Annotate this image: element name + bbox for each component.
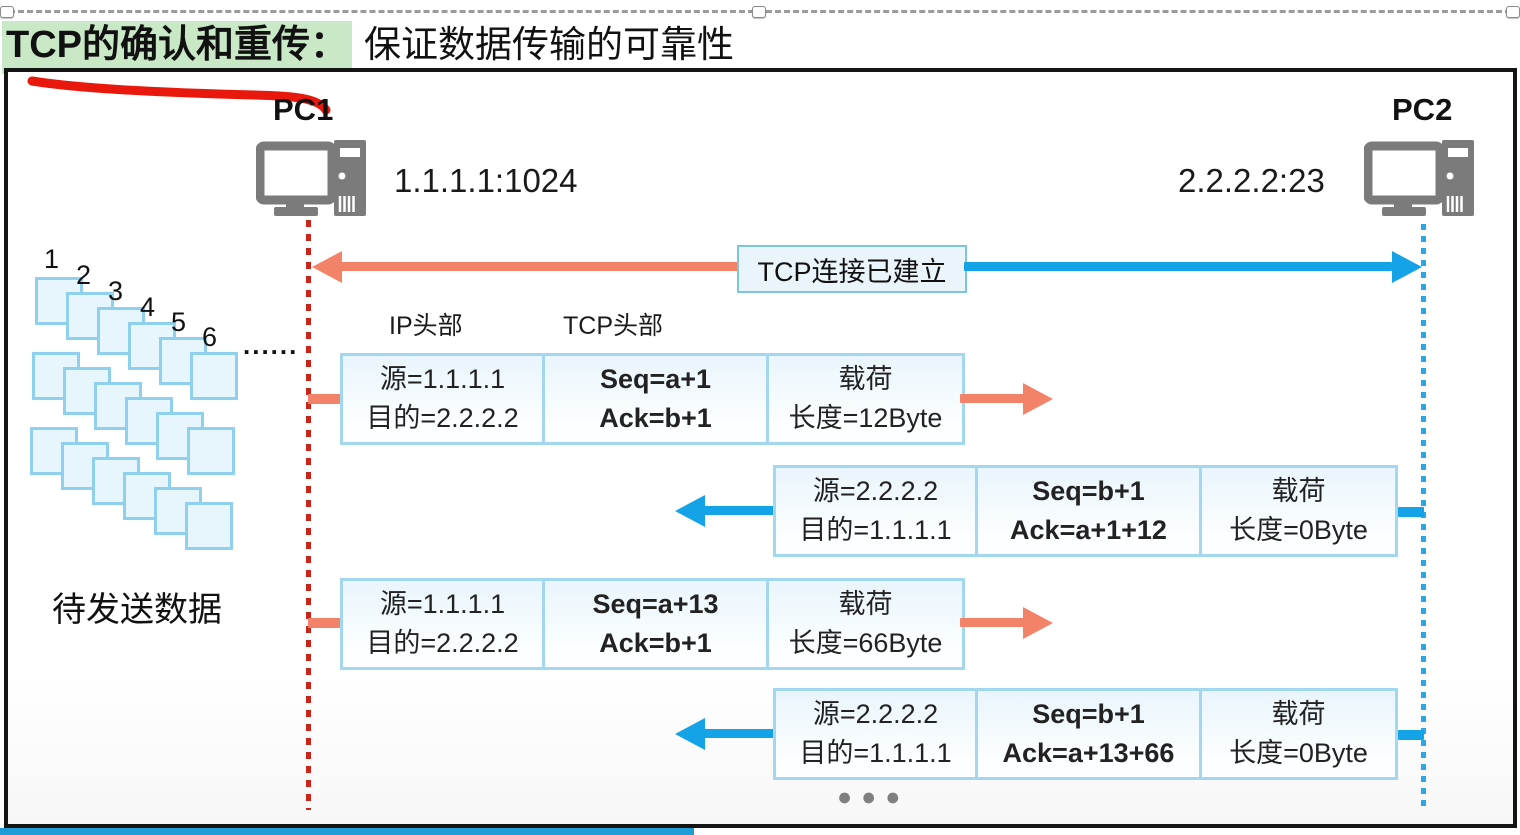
packet3-arrow-line bbox=[960, 618, 1024, 627]
packet-row-4: 源=2.2.2.2 目的=1.1.1.1 Seq=b+1 Ack=a+13+66… bbox=[773, 688, 1398, 780]
packet3-stub bbox=[308, 618, 342, 628]
packet3-ack: Ack=b+1 bbox=[599, 628, 712, 658]
packet2-arrowhead bbox=[675, 495, 705, 527]
packet3-dst: 目的=2.2.2.2 bbox=[366, 628, 519, 658]
pc1-address: 1.1.1.1:1024 bbox=[394, 162, 578, 199]
packet3-length: 长度=66Byte bbox=[788, 628, 943, 658]
packet-row-3: 源=1.1.1.1 目的=2.2.2.2 Seq=a+13 Ack=b+1 载荷… bbox=[340, 578, 965, 670]
segment-number: 5 bbox=[171, 307, 187, 337]
selection-handle-center bbox=[752, 6, 766, 18]
packet2-stub bbox=[1398, 507, 1424, 517]
packet4-seq: Seq=b+1 bbox=[1032, 699, 1145, 729]
pc2-label: PC2 bbox=[1392, 92, 1453, 127]
pc2-lifeline bbox=[1421, 224, 1426, 810]
tcp-header-label: TCP头部 bbox=[563, 312, 664, 340]
packet3-payload: 载荷 bbox=[838, 589, 893, 619]
packet3-tcp-header-cell: Seq=a+13 Ack=b+1 bbox=[545, 578, 769, 670]
data-square bbox=[190, 352, 238, 400]
packet4-ack: Ack=a+13+66 bbox=[1002, 738, 1175, 768]
packet4-src: 源=2.2.2.2 bbox=[812, 699, 939, 729]
packet4-dst: 目的=1.1.1.1 bbox=[799, 738, 952, 768]
packet4-stub bbox=[1398, 730, 1424, 740]
packet2-tcp-header-cell: Seq=b+1 Ack=a+1+12 bbox=[978, 465, 1202, 557]
packet1-arrow-line bbox=[960, 394, 1024, 403]
packet1-seq: Seq=a+1 bbox=[599, 364, 712, 394]
packet2-payload-cell: 载荷 长度=0Byte bbox=[1202, 465, 1398, 557]
conn-line-blue bbox=[964, 262, 1392, 271]
ip-header-label: IP头部 bbox=[389, 312, 463, 340]
packet1-payload-cell: 载荷 长度=12Byte bbox=[769, 353, 965, 445]
packet4-arrowhead bbox=[675, 718, 705, 750]
packet4-payload: 载荷 bbox=[1271, 699, 1326, 729]
packet4-ip-header-cell: 源=2.2.2.2 目的=1.1.1.1 bbox=[773, 688, 978, 780]
packet-row-1: 源=1.1.1.1 目的=2.2.2.2 Seq=a+1 Ack=b+1 载荷 … bbox=[340, 353, 965, 445]
packet3-payload-cell: 载荷 长度=66Byte bbox=[769, 578, 965, 670]
packet4-length: 长度=0Byte bbox=[1229, 738, 1368, 768]
packet2-ack: Ack=a+1+12 bbox=[1010, 515, 1167, 545]
packet-row-2: 源=2.2.2.2 目的=1.1.1.1 Seq=b+1 Ack=a+1+12 … bbox=[773, 465, 1398, 557]
pc1-computer-icon bbox=[256, 140, 366, 216]
pc1-lifeline bbox=[306, 220, 311, 810]
packet3-arrowhead bbox=[1023, 607, 1053, 639]
pc2-address: 2.2.2.2:23 bbox=[1178, 162, 1325, 199]
packet2-src: 源=2.2.2.2 bbox=[812, 476, 939, 506]
pending-data-label: 待发送数据 bbox=[52, 591, 222, 629]
packet1-tcp-header-cell: Seq=a+1 Ack=b+1 bbox=[545, 353, 769, 445]
packet2-dst: 目的=1.1.1.1 bbox=[799, 515, 952, 545]
bottom-progress-bar bbox=[0, 828, 694, 835]
segment-ellipsis: ...... bbox=[243, 330, 299, 360]
connection-established-label: TCP连接已建立 bbox=[757, 256, 947, 287]
segment-number: 1 bbox=[44, 244, 60, 274]
packet4-arrow-line bbox=[704, 729, 774, 738]
packet1-arrowhead bbox=[1023, 383, 1053, 415]
packet1-payload: 载荷 bbox=[838, 364, 893, 394]
conn-arrowhead-right bbox=[1392, 251, 1422, 283]
packet1-dst: 目的=2.2.2.2 bbox=[366, 403, 519, 433]
title-subtitle: 保证数据传输的可靠性 bbox=[364, 24, 735, 65]
packet1-src: 源=1.1.1.1 bbox=[379, 364, 506, 394]
packet2-arrow-line bbox=[704, 506, 774, 515]
packet2-ip-header-cell: 源=2.2.2.2 目的=1.1.1.1 bbox=[773, 465, 978, 557]
page-title: TCP的确认和重传： 保证数据传输的可靠性 bbox=[2, 13, 735, 74]
selection-handle-left bbox=[0, 6, 14, 18]
segment-number: 3 bbox=[108, 276, 124, 306]
packet1-length: 长度=12Byte bbox=[788, 403, 943, 433]
connection-established-box: TCP连接已建立 bbox=[737, 245, 967, 293]
conn-line-orange bbox=[340, 262, 738, 271]
conn-arrowhead-left bbox=[312, 251, 342, 283]
segment-number: 4 bbox=[140, 292, 156, 322]
selection-handle-right bbox=[1506, 6, 1520, 18]
packet3-ip-header-cell: 源=1.1.1.1 目的=2.2.2.2 bbox=[340, 578, 545, 670]
packet3-seq: Seq=a+13 bbox=[592, 589, 719, 619]
pc1-label: PC1 bbox=[273, 92, 334, 127]
packet4-payload-cell: 载荷 长度=0Byte bbox=[1202, 688, 1398, 780]
pc2-computer-icon bbox=[1364, 140, 1474, 216]
segment-number: 2 bbox=[76, 260, 92, 290]
packet1-ack: Ack=b+1 bbox=[599, 403, 712, 433]
packet2-payload: 载荷 bbox=[1271, 476, 1326, 506]
segment-number: 6 bbox=[202, 322, 218, 352]
packet3-src: 源=1.1.1.1 bbox=[379, 589, 506, 619]
packet2-length: 长度=0Byte bbox=[1229, 515, 1368, 545]
packet1-stub bbox=[308, 394, 342, 404]
packet2-seq: Seq=b+1 bbox=[1032, 476, 1145, 506]
more-packets-ellipsis: ●●● bbox=[837, 783, 910, 811]
data-square bbox=[185, 502, 233, 550]
data-square bbox=[187, 427, 235, 475]
title-highlighted: TCP的确认和重传： bbox=[2, 21, 353, 74]
packet4-tcp-header-cell: Seq=b+1 Ack=a+13+66 bbox=[978, 688, 1202, 780]
packet1-ip-header-cell: 源=1.1.1.1 目的=2.2.2.2 bbox=[340, 353, 545, 445]
